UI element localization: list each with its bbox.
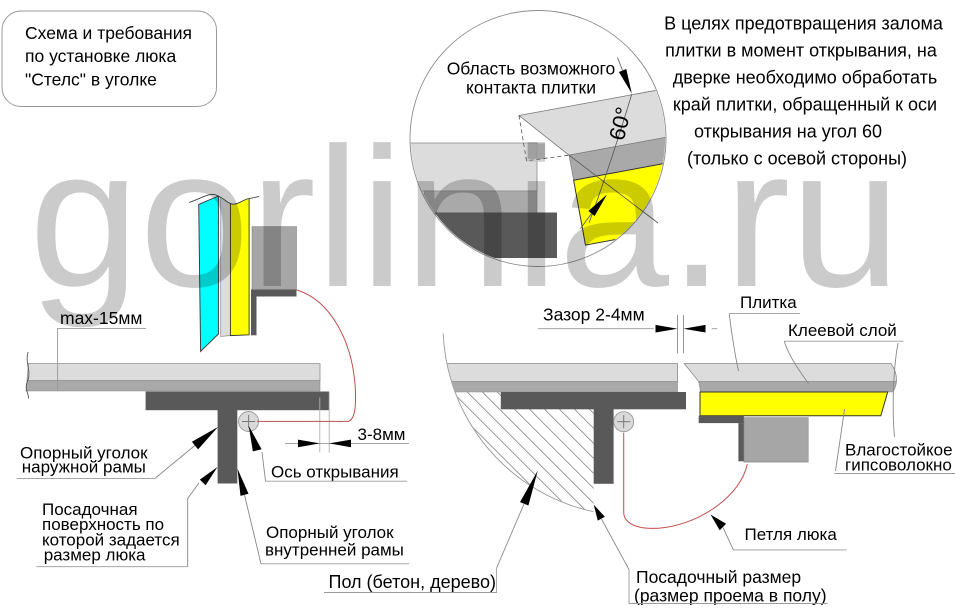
svg-text:Область возможного: Область возможного (447, 59, 616, 79)
svg-text:дверке необходимо обработать: дверке необходимо обработать (673, 68, 938, 88)
svg-text:3-8мм: 3-8мм (358, 425, 406, 444)
svg-text:Посадочный размер: Посадочный размер (636, 567, 801, 587)
svg-text:(размер проема в полу): (размер проема в полу) (634, 586, 827, 606)
svg-text:плитки в момент открывания, на: плитки в момент открывания, на (665, 41, 938, 61)
svg-text:gorlinia.ru: gorlinia.ru (29, 107, 901, 329)
svg-text:поверхность по: поверхность по (42, 515, 164, 534)
svg-text:Петля люка: Петля люка (745, 525, 838, 544)
svg-text:открывания на угол 60: открывания на угол 60 (694, 122, 882, 142)
svg-text:Зазор 2-4мм: Зазор 2-4мм (543, 305, 645, 325)
svg-text:Ось открывания: Ось открывания (271, 463, 399, 482)
svg-text:Клеевой слой: Клеевой слой (788, 321, 897, 340)
svg-text:которой задается: которой задается (42, 530, 180, 549)
svg-text:Посадочная: Посадочная (42, 500, 138, 519)
svg-text:"Стелс" в уголке: "Стелс" в уголке (25, 70, 157, 90)
svg-text:Опорный уголок: Опорный уголок (20, 444, 148, 463)
svg-text:гипсоволокно: гипсоволокно (845, 456, 952, 475)
svg-text:внутренней рамы: внутренней рамы (265, 541, 404, 560)
svg-text:Пол (бетон, дерево): Пол (бетон, дерево) (329, 572, 496, 592)
svg-text:размер люка: размер люка (44, 546, 146, 565)
svg-text:край плитки, обращенный к оси: край плитки, обращенный к оси (673, 95, 937, 115)
svg-text:Опорный уголок: Опорный уголок (266, 523, 394, 542)
svg-text:контакта плитки: контакта плитки (466, 78, 596, 98)
svg-text:Влагостойкое: Влагостойкое (845, 441, 953, 460)
svg-text:по установке люка: по установке люка (25, 46, 176, 66)
svg-text:В целях предотвращения залома: В целях предотвращения залома (664, 14, 944, 34)
svg-text:(только с осевой стороны): (только с осевой стороны) (687, 149, 907, 169)
svg-text:max-15мм: max-15мм (60, 308, 142, 328)
svg-text:наружной рамы: наружной рамы (22, 458, 146, 477)
svg-text:Схема и требования: Схема и требования (25, 23, 192, 43)
svg-text:Плитка: Плитка (740, 293, 797, 312)
